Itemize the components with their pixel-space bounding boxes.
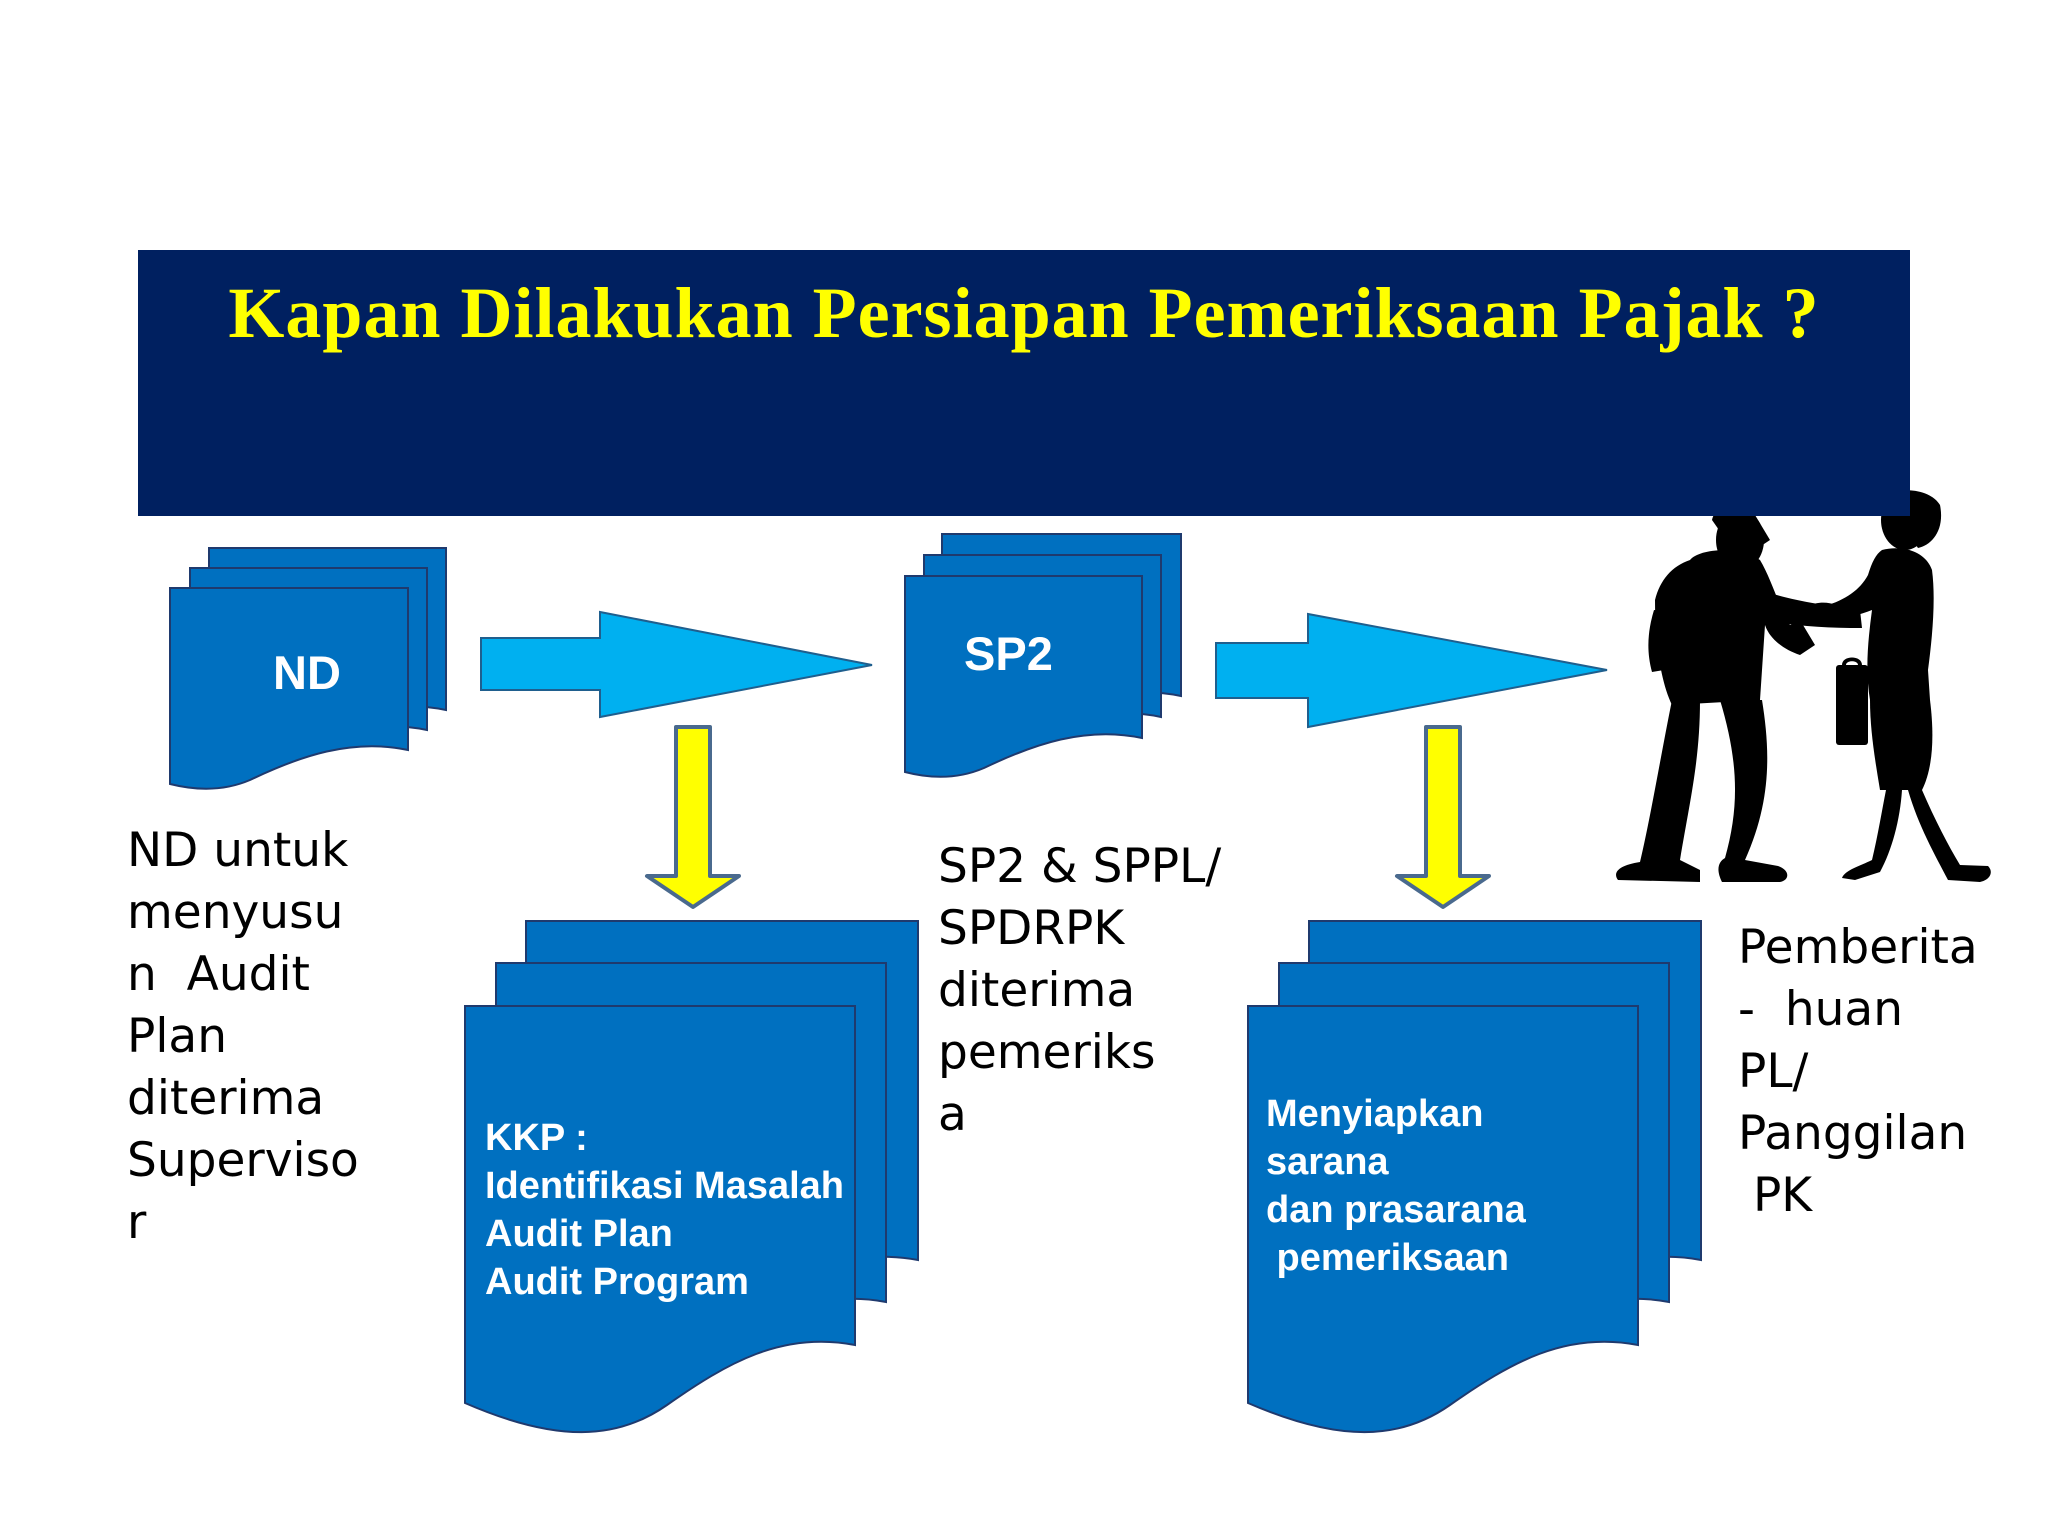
sp2-caption: SP2 & SPPL/ SPDRPK diterima pemeriks a [938, 839, 1222, 1142]
preparation-document-label: Menyiapkan sarana dan prasarana pemeriks… [1266, 1093, 1526, 1279]
nd-document-stack [169, 547, 447, 790]
page-title: Kapan Dilakukan Persiapan Pemeriksaan Pa… [228, 273, 1820, 353]
handshake-illustration [1616, 490, 1991, 882]
arrow-down-to-preparation [1395, 725, 1491, 909]
preparation-document-stack [1247, 920, 1702, 1434]
kkp-sheet-front [464, 1005, 856, 1434]
nd-document-label: ND [273, 646, 341, 699]
sp2-sheet-front [904, 575, 1143, 778]
nd-sheet-front [169, 587, 409, 790]
arrow-sp2-to-notice [1215, 612, 1608, 729]
notice-caption: Pemberita - huan PL/ Panggilan PK [1738, 920, 1978, 1223]
man-silhouette [1616, 504, 1862, 882]
arrow-nd-to-sp2 [480, 610, 873, 719]
prep-sheet-front [1247, 1005, 1639, 1434]
sp2-document-label: SP2 [964, 627, 1053, 680]
sp2-document-stack [904, 533, 1182, 778]
title-banner: Kapan Dilakukan Persiapan Pemeriksaan Pa… [138, 250, 1910, 516]
arrow-down-to-kkp [645, 725, 741, 909]
nd-caption: ND untuk menyusu n Audit Plan diterima S… [127, 823, 359, 1250]
kkp-document-stack [464, 920, 919, 1434]
woman-silhouette [1807, 490, 1991, 882]
kkp-document-label: KKP : Identifikasi Masalah Audit Plan Au… [485, 1117, 845, 1303]
